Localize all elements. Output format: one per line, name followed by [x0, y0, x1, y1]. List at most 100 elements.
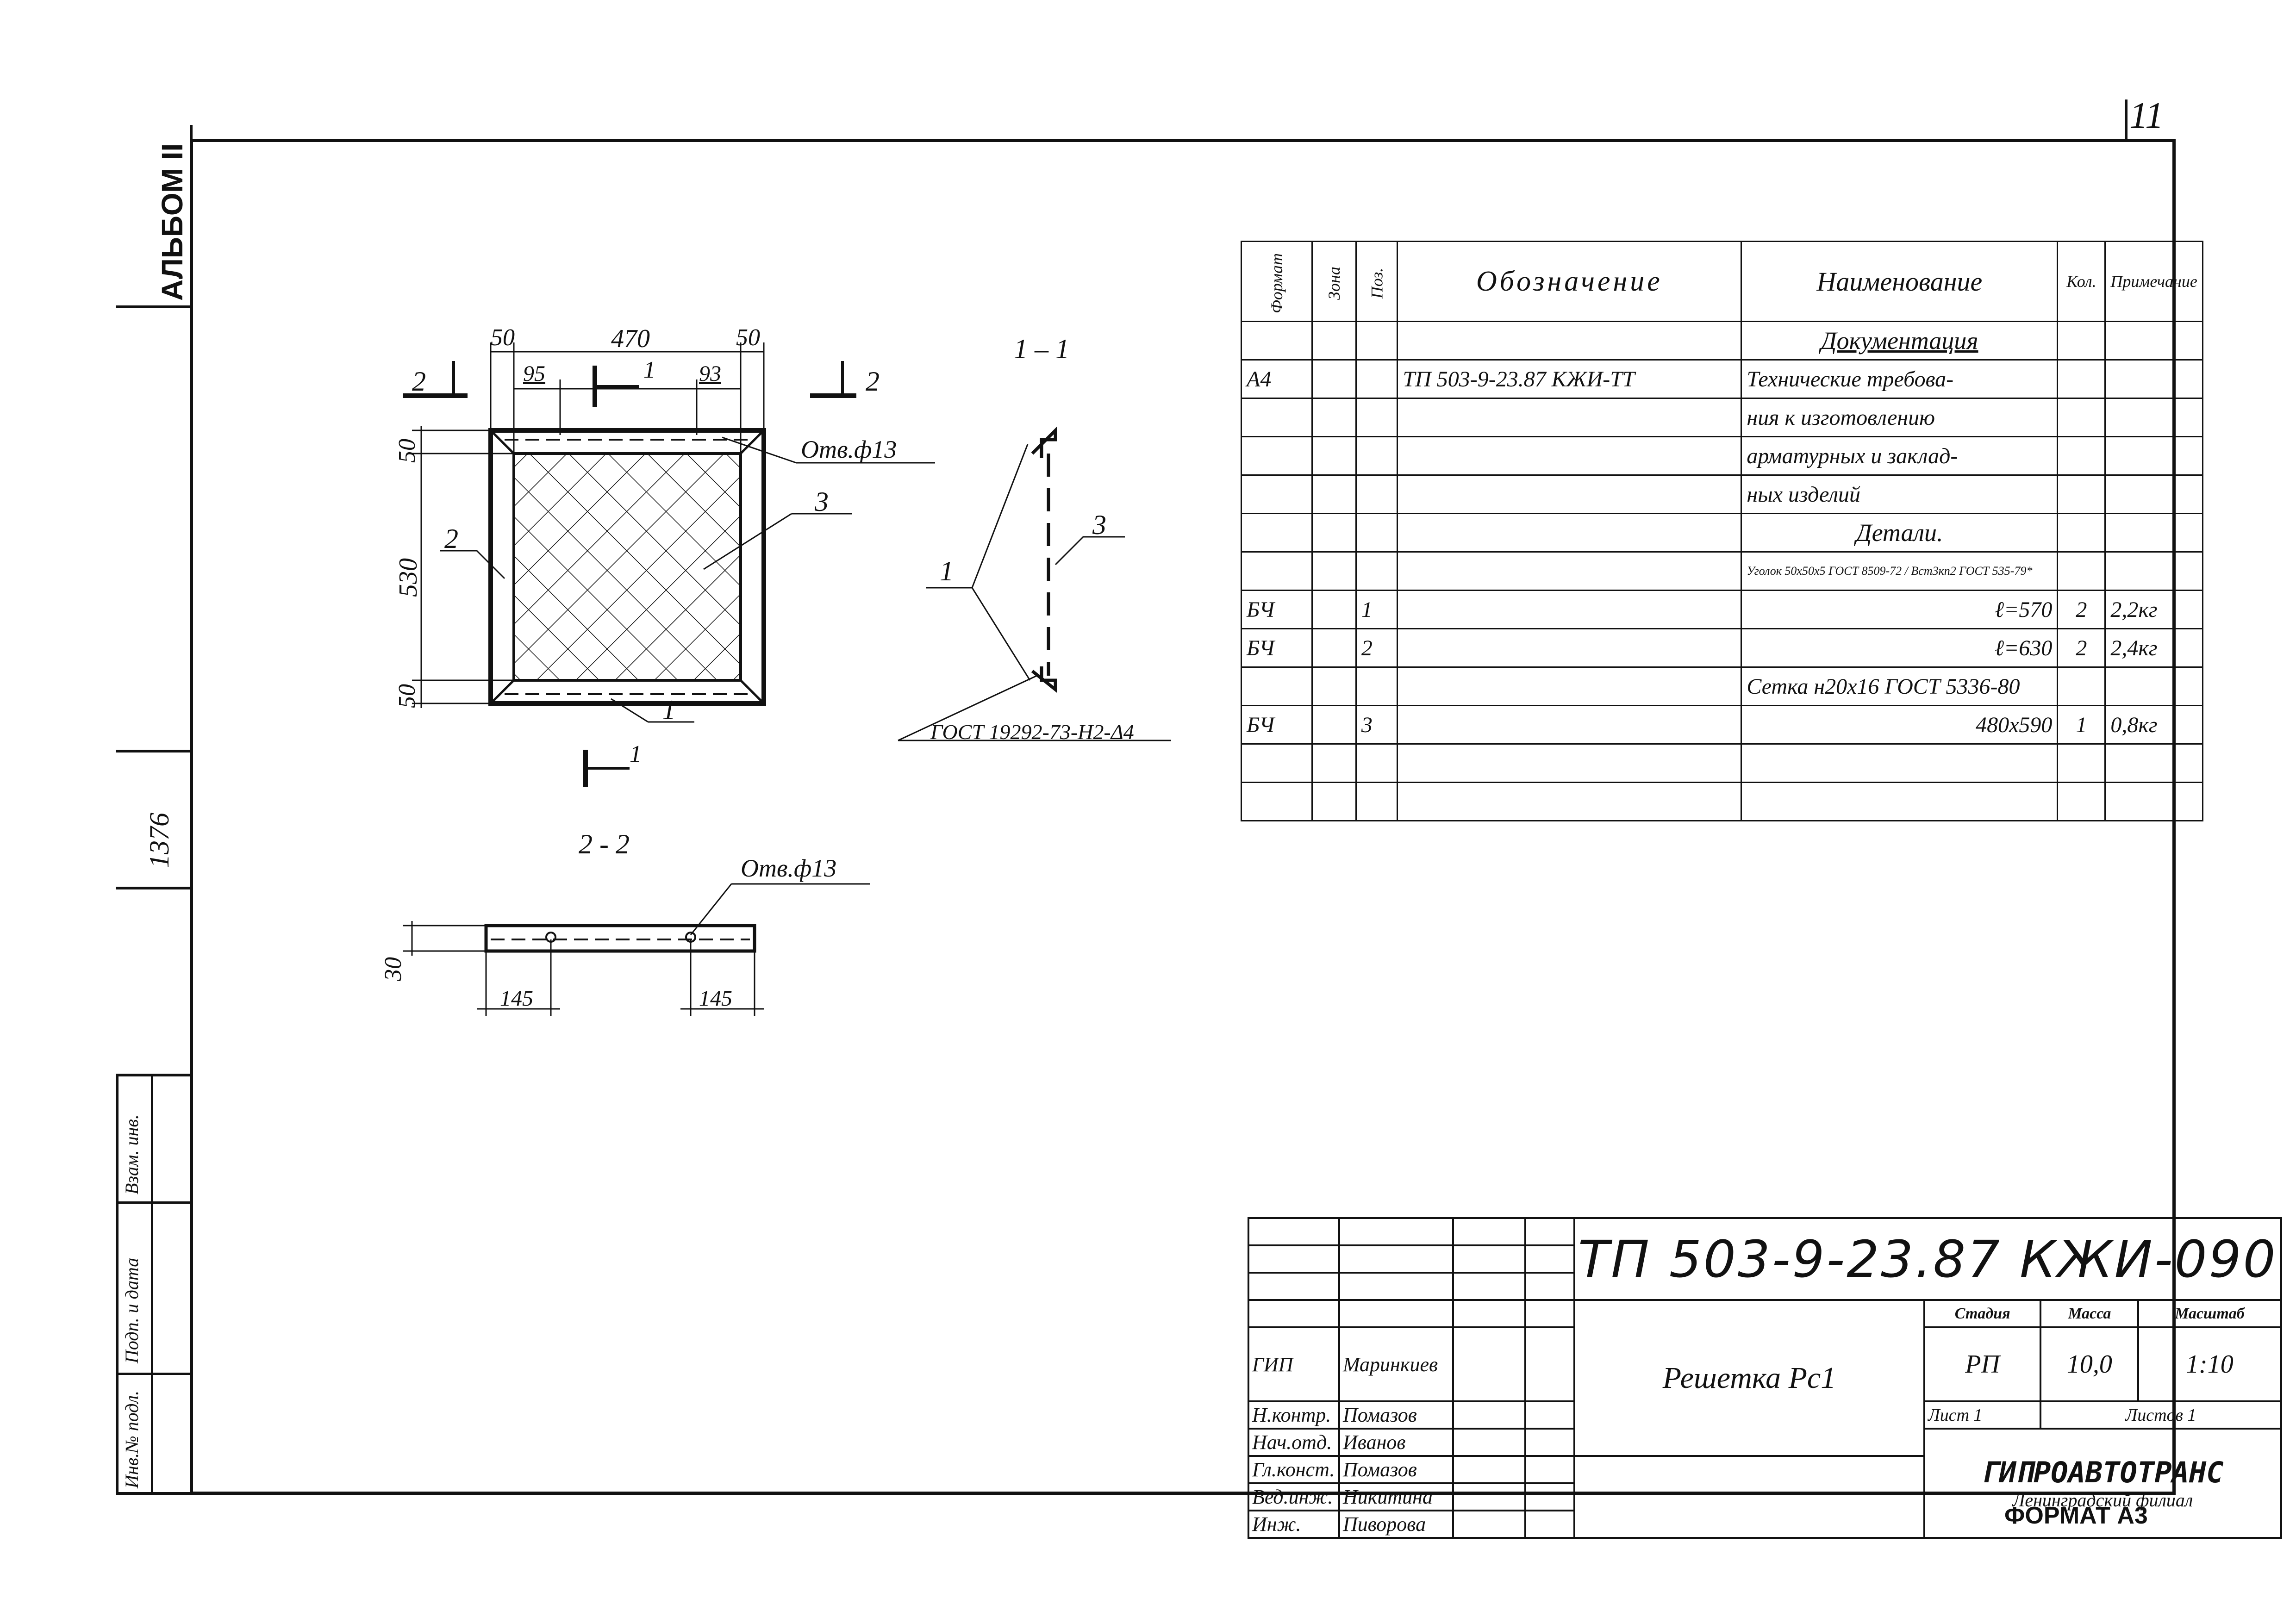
org-subname: Ленинградский филиал: [2012, 1490, 2193, 1511]
spec-cell-name: Сетка н20х16 ГОСТ 5336-80: [1741, 666, 2059, 706]
spec-cell-fmt: [1240, 474, 1313, 514]
spec-cell-pos: [1355, 474, 1398, 514]
spec-cell-pos: [1355, 321, 1398, 361]
mass-label: Масса: [2040, 1299, 2140, 1328]
role-2: Нач.отд.: [1248, 1428, 1340, 1457]
tb-row: ТП 503-9-23.87 КЖИ-090: [1248, 1217, 2282, 1301]
spec-cell-qty: [2057, 398, 2106, 437]
frame-corner: [490, 679, 515, 704]
sheet-number-bar: [2125, 99, 2128, 141]
name-1: Помазов: [1338, 1400, 1454, 1430]
frame-corner: [740, 429, 765, 454]
spec-cell-fmt: [1240, 321, 1313, 361]
section-2-drawing: [403, 883, 870, 1016]
spec-cell-name: ℓ=570: [1741, 590, 2059, 629]
spec-cell-note: [2104, 321, 2203, 361]
spec-cell-name: ния к изготовлению: [1741, 398, 2059, 437]
name-0: Маринкиев: [1338, 1326, 1454, 1402]
callout-3-section: 3: [1092, 510, 1106, 540]
spec-row: арматурных и заклад-: [1240, 436, 2203, 476]
spec-cell-name: Детали.: [1741, 513, 2059, 553]
spec-cell-note: [2104, 666, 2203, 706]
spec-cell-name: 480х590: [1741, 705, 2059, 745]
spec-cell-note: [2104, 359, 2203, 399]
spec-header-pos: Поз.: [1355, 241, 1398, 322]
spec-row: Сетка н20х16 ГОСТ 5336-80: [1240, 666, 2203, 706]
spec-cell-des: [1397, 513, 1742, 553]
spec-cell-des: [1397, 398, 1742, 437]
mesh-area: [512, 452, 742, 682]
callout-3-plan: 3: [815, 486, 829, 517]
spec-header-qty: Кол.: [2057, 241, 2106, 322]
spec-cell-des: [1397, 321, 1742, 361]
spec-cell-des: [1397, 782, 1742, 821]
spec-cell-des: [1397, 590, 1742, 629]
spec-cell-name: ℓ=630: [1741, 628, 2059, 668]
specification-table: Формат Зона Поз. Обозначение Наименовани…: [1240, 241, 2203, 821]
spec-cell-qty: [2057, 551, 2106, 591]
spec-cell-zone: [1311, 398, 1357, 437]
spec-cell-name: Уголок 50х50х5 ГОСТ 8509-72 / Вст3кп2 ГО…: [1741, 551, 2059, 591]
role-0: ГИП: [1248, 1326, 1340, 1402]
section-2-title: 2 - 2: [579, 829, 630, 859]
sheet-label: Лист 1: [1923, 1400, 2042, 1430]
dim-93: 93: [699, 361, 721, 386]
spec-cell-zone: [1311, 551, 1357, 591]
spec-cell-zone: [1311, 436, 1357, 476]
spec-cell-pos: [1355, 551, 1398, 591]
name-4: Никитина: [1338, 1482, 1454, 1511]
spec-cell-note: 0,8кг: [2104, 705, 2203, 745]
section-1-bottom-angle: [1031, 666, 1057, 693]
spec-cell-qty: 2: [2057, 590, 2106, 629]
spec-cell-des: [1397, 474, 1742, 514]
spec-header-format: Формат: [1240, 241, 1313, 322]
spec-cell-name: [1741, 743, 2059, 783]
signature-4: [1452, 1482, 1526, 1511]
spec-cell-pos: [1355, 436, 1398, 476]
section-1-title: 1 – 1: [1014, 334, 1069, 364]
scale-label: Масштаб: [2137, 1299, 2282, 1328]
spec-cell-zone: [1311, 782, 1357, 821]
album-label: АЛЬБОМ II: [156, 143, 189, 301]
spec-cell-des: [1397, 628, 1742, 668]
hole-label-plan: Отв.ф13: [801, 435, 897, 463]
sheets-label: Листов 1: [2040, 1400, 2282, 1430]
title-block: ТП 503-9-23.87 КЖИ-090 Решетка Рс1 Стади…: [1248, 1217, 2282, 1539]
role-1: Н.контр.: [1248, 1400, 1340, 1430]
spec-cell-zone: [1311, 705, 1357, 745]
spec-row: ния к изготовлению: [1240, 398, 2203, 437]
album-label-box: АЛЬБОМ II: [116, 125, 193, 308]
dim-50-left-bottom: 50: [394, 684, 420, 708]
angle-frame-outer: [488, 428, 766, 706]
role-4: Вед.инж.: [1248, 1482, 1340, 1511]
spec-cell-pos: [1355, 398, 1398, 437]
dim-50-left-top: 50: [394, 439, 420, 463]
spec-cell-note: [2104, 398, 2203, 437]
spec-row: [1240, 782, 2203, 821]
section-1-top-angle: [1031, 426, 1057, 458]
spec-cell-des: [1397, 436, 1742, 476]
section-2-dim-height: 30: [380, 957, 406, 981]
spec-cell-zone: [1311, 513, 1357, 553]
spec-cell-note: [2104, 782, 2203, 821]
leader-2: [476, 550, 505, 579]
section-2-dim-right: 145: [699, 986, 732, 1011]
spec-cell-name: Документация: [1741, 321, 2059, 361]
dim-50-top-left: 50: [491, 324, 515, 351]
dim-95: 95: [523, 361, 545, 386]
signature-0: [1452, 1326, 1526, 1402]
section-1-mark-bottom: 1: [630, 741, 642, 767]
approval-strip: Инв.№ подл. Подп. и дата Взам. инв.: [116, 1074, 193, 1495]
spec-cell-zone: [1311, 628, 1357, 668]
spec-row: Детали.: [1240, 513, 2203, 553]
section-1-mark-top: 1: [643, 357, 655, 383]
spec-cell-note: [2104, 436, 2203, 476]
spec-cell-qty: [2057, 743, 2106, 783]
role-3: Гл.конст.: [1248, 1455, 1340, 1484]
spec-cell-note: [2104, 474, 2203, 514]
spec-cell-fmt: [1240, 782, 1313, 821]
callout-1-plan: 1: [662, 695, 676, 725]
